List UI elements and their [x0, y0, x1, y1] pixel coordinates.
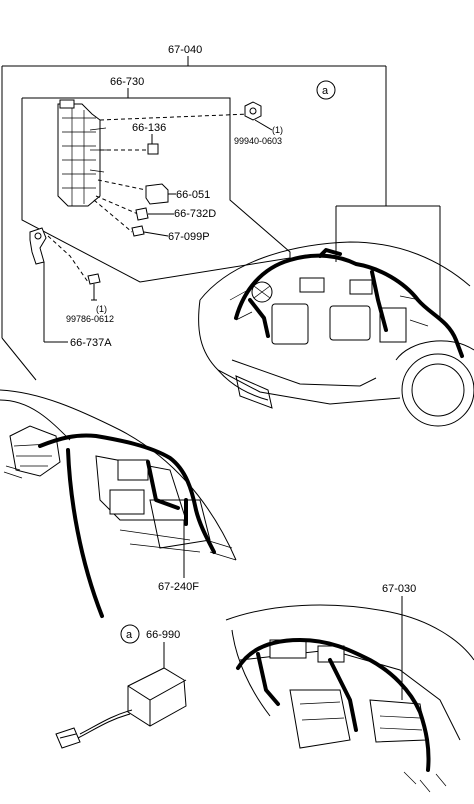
- ref-marker-top-label: a: [322, 85, 329, 97]
- label-dash-harness: 67-240F: [158, 581, 199, 593]
- bolt-part: (1) 99786-0612: [66, 273, 114, 324]
- nut-part: (1) 99940-0603: [234, 101, 283, 146]
- fuse-block-assembly: 66-730 66-136 66-051: [21, 76, 291, 283]
- fuse-box: [57, 99, 108, 207]
- label-nut: 99940-0603: [234, 136, 282, 146]
- callout-instrument-harness: 67-030: [382, 583, 416, 700]
- label-small-fuse: 66-136: [132, 122, 166, 134]
- label-nut-qty: (1): [272, 125, 283, 135]
- label-relay: 66-051: [176, 189, 210, 201]
- relay-clip-part: 66-732D: [135, 207, 216, 221]
- module-part: a 66-990: [55, 624, 187, 749]
- ref-marker-top: a: [316, 80, 336, 100]
- relay-part: 66-051: [145, 183, 210, 205]
- engine-bay-illustration: [198, 205, 474, 427]
- callout-dash-harness: 67-240F: [158, 520, 199, 593]
- label-bolt: 99786-0612: [66, 314, 114, 324]
- callout-bracket: 66-737A: [43, 262, 112, 349]
- callout-main-harness: 67-040: [1, 44, 387, 381]
- label-fuse-block: 66-730: [110, 76, 144, 88]
- label-bolt-qty: (1): [96, 304, 107, 314]
- label-clip: 67-099P: [168, 231, 210, 243]
- label-module: 66-990: [146, 629, 180, 641]
- small-fuse-part: 66-136: [132, 122, 166, 155]
- clip-part: 67-099P: [131, 225, 210, 243]
- cabin-dash-illustration: [0, 389, 237, 618]
- label-bracket: 66-737A: [70, 337, 112, 349]
- label-instrument-harness: 67-030: [382, 583, 416, 595]
- instrument-panel-illustration: [225, 604, 474, 793]
- bracket-part: [29, 227, 47, 265]
- label-main-harness: 67-040: [168, 44, 202, 56]
- ref-marker-bottom-label: a: [126, 629, 133, 641]
- label-relay-clip: 66-732D: [174, 208, 216, 220]
